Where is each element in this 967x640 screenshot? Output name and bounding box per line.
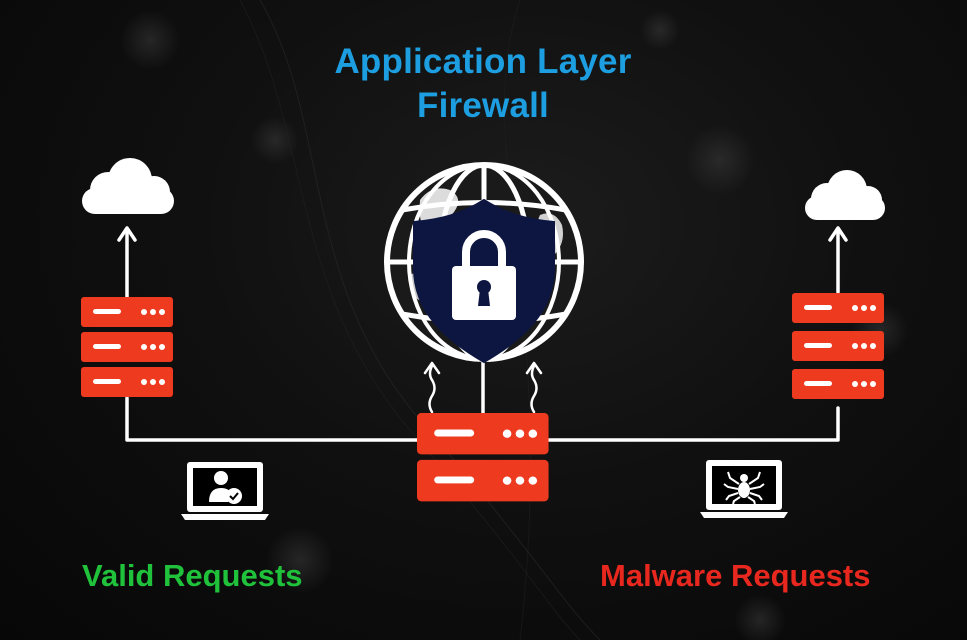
- connection-lines: [117, 226, 848, 442]
- title-line-1: Application Layer: [334, 42, 632, 81]
- laptop-spider-icon: [700, 460, 788, 518]
- left-connection-line: [125, 396, 422, 442]
- right-connection-line: [546, 406, 840, 442]
- right-wavy-arrow: [530, 364, 538, 414]
- left-up-arrowhead: [117, 226, 137, 242]
- traffic-arrows: [423, 361, 543, 414]
- laptop-user-check-icon: [181, 462, 269, 520]
- valid-requests-label: Valid Requests: [82, 558, 303, 593]
- cloud-icon: [805, 170, 885, 220]
- center-server-stack: [417, 413, 549, 502]
- shield-lock-icon: [413, 198, 555, 364]
- left-wavy-arrow: [428, 364, 436, 414]
- right-up-arrowhead: [828, 226, 848, 242]
- malware-requests-label: Malware Requests: [600, 558, 871, 593]
- cloud-icon: [82, 158, 174, 214]
- right-server-stack: [792, 293, 884, 399]
- diagram-title: Application Layer Firewall: [283, 40, 683, 128]
- left-server-stack: [81, 297, 173, 397]
- title-line-2: Firewall: [417, 86, 549, 125]
